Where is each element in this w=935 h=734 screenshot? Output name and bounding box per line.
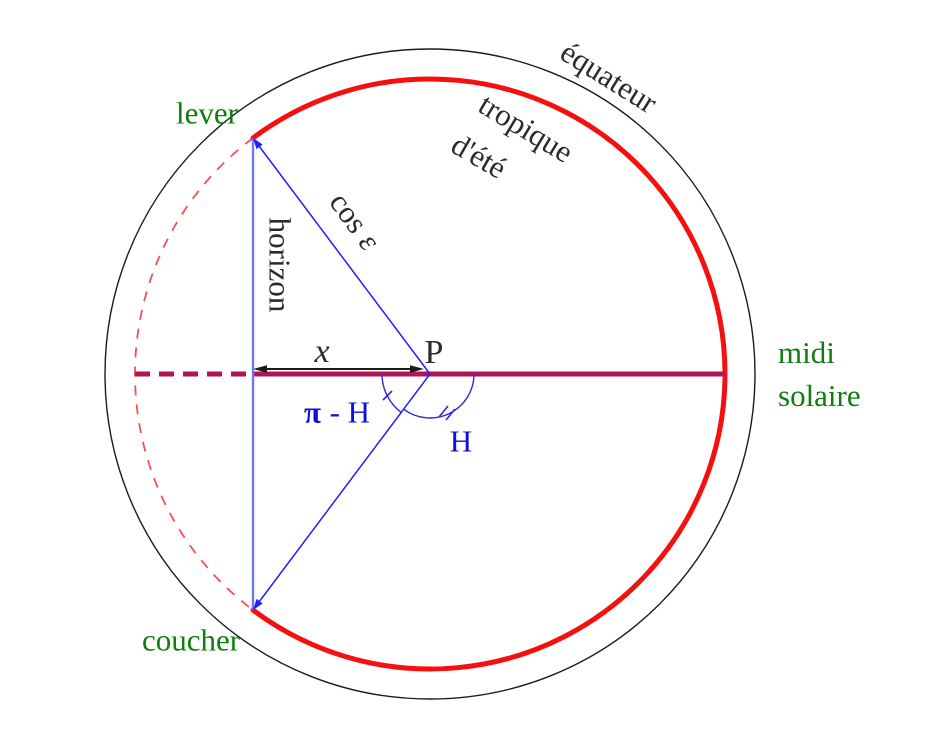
- minus-h-text: - H: [329, 394, 371, 430]
- midi-solaire-line2: solaire: [778, 378, 861, 414]
- h-angle-label: H: [449, 423, 473, 459]
- equator-circle: [104, 48, 756, 700]
- x-arrow-left-head-icon: [253, 365, 267, 373]
- pi-symbol: π: [303, 394, 321, 430]
- midi-solaire-label: midi solaire: [778, 331, 861, 418]
- angle-arc-pi-minus-h: [381, 373, 402, 413]
- lever-label: lever: [176, 95, 238, 131]
- midi-solaire-line1: midi: [778, 335, 835, 370]
- x-label: x: [314, 333, 330, 370]
- horizon-label: horizon: [262, 217, 298, 313]
- single-tick-icon: [382, 390, 393, 401]
- coucher-label: coucher: [141, 622, 241, 658]
- double-tick-icon: [438, 405, 456, 421]
- angle-arc-h: [403, 373, 475, 419]
- lever-ray: [255, 141, 431, 375]
- coucher-ray-arrowhead-icon: [253, 598, 263, 610]
- point-p-label: P: [424, 334, 444, 371]
- lever-ray-arrowhead-icon: [253, 138, 263, 150]
- x-arrow-right-head-icon: [410, 365, 424, 373]
- pi-minus-h-label: π- H: [304, 397, 370, 428]
